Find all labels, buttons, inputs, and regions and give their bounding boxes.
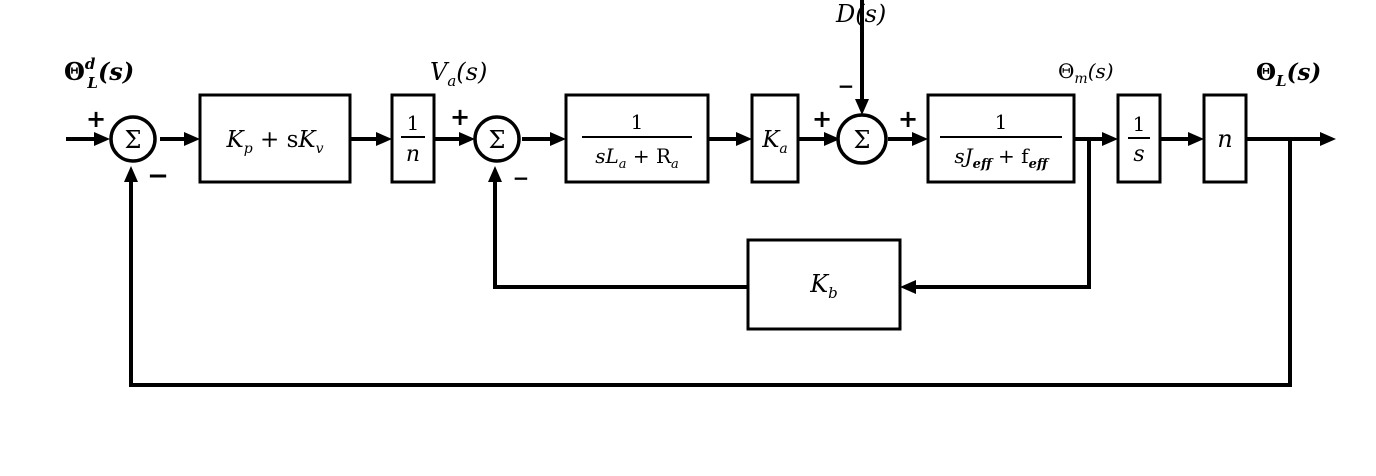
- fraction-denominator: n: [406, 142, 420, 167]
- armature-voltage-label: Va(s): [430, 58, 487, 90]
- s3-plus-right-sign: +: [898, 105, 918, 133]
- s1-plus-sign: +: [86, 105, 106, 133]
- block-gear-ratio-inverse: 1 n: [390, 93, 436, 184]
- s1-minus-sign: −: [147, 161, 169, 191]
- back-emf-line-in: [912, 139, 1091, 289]
- arrow-into-kb: [900, 280, 916, 294]
- arrow-into-armature: [550, 132, 566, 146]
- gear-label: n: [1217, 125, 1232, 153]
- block-pd-controller: Kp + sKv: [198, 93, 352, 184]
- summing-junction-2: Σ: [473, 115, 521, 163]
- block-integrator: 1 s: [1116, 93, 1162, 184]
- arrow-into-s3: [824, 132, 840, 146]
- arrow-into-s2: [459, 132, 475, 146]
- signal-lines: [66, 0, 1320, 387]
- s3-plus-left-sign: +: [812, 105, 832, 133]
- block-armature: 1 sLa + Ra: [564, 93, 710, 184]
- svg-text:Kp + sKv: Kp + sKv: [226, 127, 324, 157]
- block-amplifier-gain: Ka: [750, 93, 800, 184]
- kv-symbol: K: [297, 127, 317, 153]
- summing-junction-1: Σ: [109, 115, 157, 163]
- junction-signs: + − + − + − +: [86, 74, 918, 191]
- kp-subscript: p: [244, 141, 253, 157]
- block-back-emf: Kb: [746, 238, 902, 331]
- fraction-denominator: sJeff + feff: [954, 144, 1049, 172]
- arrow-into-ka: [736, 132, 752, 146]
- arrow-into-gear-n: [1188, 132, 1204, 146]
- fraction-denominator: sLa + Ra: [595, 144, 679, 172]
- arrow-into-s1: [94, 132, 110, 146]
- arrow-into-gear: [376, 132, 392, 146]
- arrow-into-s2-bottom: [488, 166, 502, 182]
- arrow-disturbance: [855, 99, 869, 115]
- back-emf-line-out: [493, 178, 748, 289]
- block-gear-ratio: n: [1202, 93, 1248, 184]
- plus-s: + s: [253, 127, 299, 153]
- motor-position-label: Θm(s): [1058, 59, 1114, 87]
- fraction-numerator: 1: [995, 110, 1008, 134]
- s2-minus-sign: −: [513, 166, 530, 190]
- s2-plus-sign: +: [450, 103, 470, 131]
- fraction-denominator: s: [1133, 142, 1144, 167]
- sigma-symbol: Σ: [854, 126, 871, 154]
- fraction-numerator: 1: [407, 111, 420, 135]
- arrow-output: [1320, 132, 1336, 146]
- output-signal-label: ΘL(s): [1256, 59, 1321, 90]
- fraction-numerator: 1: [1133, 112, 1146, 136]
- arrow-into-pd: [184, 132, 200, 146]
- position-feedback-line: [129, 139, 1292, 387]
- ka-label: Ka: [761, 127, 788, 157]
- sigma-symbol: Σ: [489, 126, 506, 154]
- fraction-numerator: 1: [631, 110, 644, 134]
- arrow-into-s1-bottom: [124, 166, 138, 182]
- arrowheads: [94, 99, 1336, 294]
- sigma-symbol: Σ: [125, 126, 142, 154]
- block-motor-dynamics: 1 sJeff + feff: [926, 93, 1076, 184]
- kv-subscript: v: [316, 141, 324, 157]
- kb-label: Kb: [809, 270, 838, 302]
- summing-junction-3: Σ: [836, 113, 888, 165]
- kp-symbol: K: [226, 127, 246, 153]
- arrow-into-integrator: [1102, 132, 1118, 146]
- s3-minus-top-sign: −: [838, 74, 855, 98]
- arrow-into-motor: [912, 132, 928, 146]
- disturbance-label: D(s): [835, 0, 886, 28]
